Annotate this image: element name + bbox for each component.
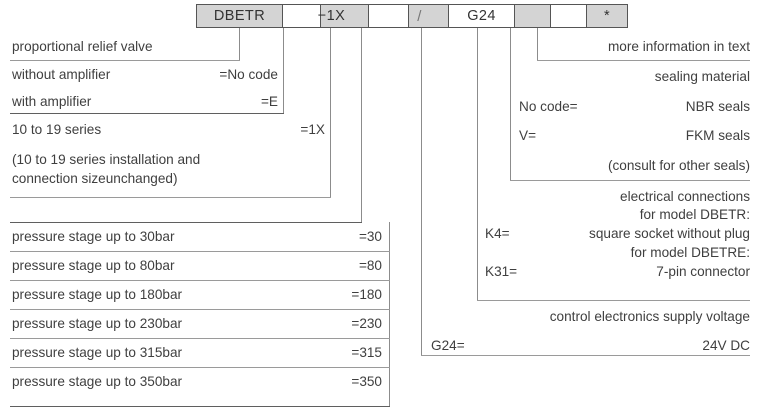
left-label-1-0: without amplifier — [12, 67, 111, 82]
left-label-2-1: (10 to 19 series installation and — [12, 152, 201, 167]
left-row-sep-3-1 — [10, 280, 390, 281]
left-row-sep-3-3 — [10, 338, 390, 339]
leader-rule-series — [10, 197, 331, 198]
left-label-2-0: 10 to 19 series — [12, 122, 102, 137]
left-code-3-1: =80 — [358, 258, 382, 273]
left-label-3-1: pressure stage up to 80bar — [12, 258, 175, 273]
left-block-border — [389, 222, 390, 407]
leader-line-sealing — [510, 28, 511, 180]
left-code-3-2: =180 — [351, 287, 382, 302]
left-label-3-0: pressure stage up to 30bar — [12, 229, 175, 244]
left-label-0-0: proportional relief valve — [12, 39, 153, 54]
right-electrical-label-1: square socket without plug — [589, 226, 750, 241]
left-code-1-0: =No code — [219, 67, 278, 82]
left-code-2-0: =1X — [300, 122, 325, 137]
code-cell-series: −1X — [318, 5, 369, 27]
leader-rule-pressure — [10, 222, 362, 223]
left-label-3-4: pressure stage up to 315bar — [12, 345, 183, 360]
leader-line-electrical — [477, 28, 478, 300]
left-code-3-4: =315 — [351, 345, 382, 360]
right-supply-label: 24V DC — [702, 338, 750, 353]
code-cell-separator: / — [409, 5, 449, 27]
right-electrical-title-1: electrical connections — [620, 189, 750, 204]
leader-line-model — [239, 28, 240, 60]
code-cell-pressure — [369, 5, 409, 27]
leader-line-supply — [421, 28, 422, 356]
code-cell-sealing — [551, 5, 587, 27]
leader-rule-model — [10, 60, 240, 61]
code-cell-voltage: G24 — [449, 5, 515, 27]
leader-line-series — [330, 28, 331, 198]
right-supply-code: G24= — [431, 338, 465, 353]
right-sealing-note: (consult for other seals) — [607, 158, 750, 173]
left-code-3-5: =350 — [351, 374, 382, 389]
left-label-3-3: pressure stage up to 230bar — [12, 316, 183, 331]
left-row-sep-3-2 — [10, 309, 390, 310]
leader-rule-supply — [421, 355, 750, 356]
right-electrical-title-2: for model DBETR: — [639, 207, 750, 222]
left-label-3-5: pressure stage up to 350bar — [12, 374, 183, 389]
right-electrical-title-3: for model DBETRE: — [630, 245, 750, 260]
right-electrical-label-2: 7-pin connector — [656, 264, 750, 279]
left-row-sep-3-4 — [10, 367, 390, 368]
left-code-3-3: =230 — [351, 316, 382, 331]
code-cell-amplifier — [283, 5, 321, 27]
left-label-2-2: connection sizeunchanged) — [12, 171, 178, 186]
left-label-1-1: with amplifier — [12, 94, 92, 109]
right-electrical-code-1: K4= — [485, 226, 510, 241]
right-sealing-title: sealing material — [654, 69, 750, 84]
leader-line-pressure — [361, 28, 362, 223]
right-sealing-label-0: NBR seals — [685, 99, 750, 114]
leader-line-more-info — [537, 28, 538, 60]
right-supply-title: control electronics supply voltage — [549, 309, 750, 324]
code-cell-electrical — [515, 5, 551, 27]
right-more-information: more information in text — [607, 39, 750, 54]
right-sealing-code-1: V= — [519, 128, 537, 143]
right-electrical-code-2: K31= — [485, 264, 518, 279]
leader-line-amplifier — [283, 28, 284, 114]
left-code-3-0: =30 — [358, 229, 382, 244]
leader-rule-more-info — [537, 60, 750, 61]
code-cell-model: DBETR — [197, 5, 283, 27]
left-block-bottom — [10, 406, 390, 407]
left-code-1-1: =E — [260, 94, 278, 109]
right-sealing-code-0: No code= — [519, 99, 578, 114]
left-row-sep-3-0 — [10, 251, 390, 252]
ordering-code-bar: DBETR −1X / G24 * — [196, 4, 628, 28]
right-sealing-label-1: FKM seals — [685, 128, 750, 143]
code-cell-more-info: * — [587, 5, 627, 27]
leader-rule-sealing — [510, 180, 750, 181]
left-label-3-2: pressure stage up to 180bar — [12, 287, 183, 302]
leader-rule-electrical — [477, 300, 750, 301]
leader-rule-amplifier — [10, 113, 284, 114]
